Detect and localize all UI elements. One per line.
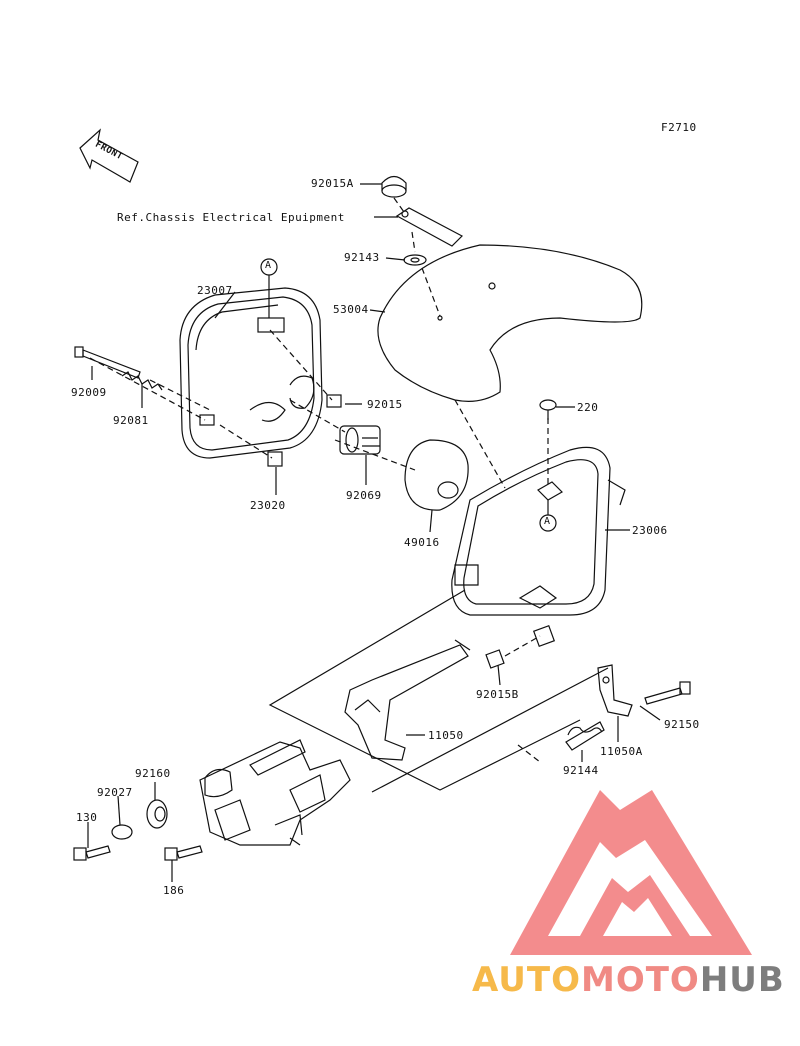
part-label-92160: 92160 [135,767,171,780]
callout-a-top: A [265,260,272,271]
stay-11050 [344,639,471,761]
nut-92015 [326,394,342,408]
bolt-92150 [644,681,691,705]
headlight-housing-23007 [179,287,323,459]
part-label-92143: 92143 [344,251,380,264]
bolt-186 [164,845,203,861]
watermark-auto: AUTO [472,960,581,1000]
part-label-11050: 11050 [428,729,464,742]
cap-nut-92015a [381,175,407,198]
screw-220 [539,399,557,420]
washer-92143 [403,254,427,266]
stay-11050a [597,664,633,717]
part-label-92015a: 92015A [311,177,354,190]
part-label-23007: 23007 [197,284,233,297]
part-label-92150: 92150 [664,718,700,731]
part-label-11050a: 11050A [600,745,643,758]
callout-a-bottom: A [544,516,551,527]
figure-code: F2710 [661,121,697,134]
watermark-hub: HUB [699,960,785,1000]
watermark-logo [510,790,752,955]
spring-92144 [565,721,605,751]
part-label-23006: 23006 [632,524,668,537]
part-label-92009: 92009 [71,386,107,399]
bulb-92069 [339,425,381,455]
bracket-frame [199,739,351,846]
part-label-53004: 53004 [333,303,369,316]
grommet-92160 [146,799,168,829]
watermark-text: AUTOMOTOHUB [472,960,785,1000]
headlight-bracket-23006 [451,446,626,616]
strap-bracket [395,207,463,247]
part-label-186: 186 [163,884,185,897]
reference-note: Ref.Chassis Electrical Epuipment [117,211,345,224]
rubber-cap-49016 [404,439,469,511]
part-label-49016: 49016 [404,536,440,549]
part-label-92144: 92144 [563,764,599,777]
front-arrow-icon [79,128,139,183]
part-label-92081: 92081 [113,414,149,427]
part-label-130: 130 [76,811,98,824]
headlight-cover-53004 [377,244,643,402]
nut-23020 [267,451,283,467]
part-label-92015b: 92015B [476,688,519,701]
clip-92015b [485,649,505,669]
watermark-moto: MOTO [580,960,700,1000]
part-label-92027: 92027 [97,786,133,799]
part-label-92069: 92069 [346,489,382,502]
part-label-23020: 23020 [250,499,286,512]
part-label-220: 220 [577,401,599,414]
collar-92027 [111,824,133,840]
part-label-92015: 92015 [367,398,403,411]
bolt-130 [73,845,111,861]
bolt-92009 [74,346,141,379]
